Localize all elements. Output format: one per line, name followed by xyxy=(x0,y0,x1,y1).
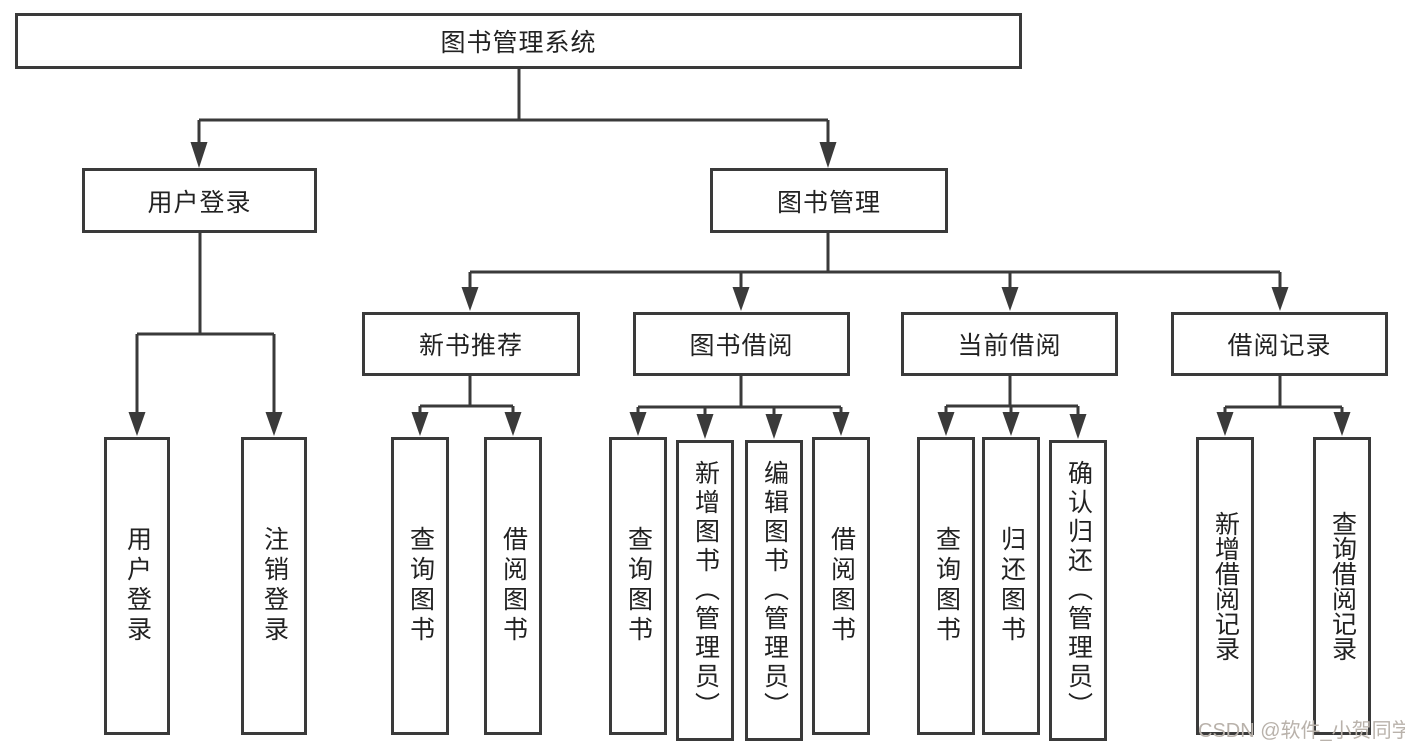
node-book-borrowing-label: 图书借阅 xyxy=(689,332,794,360)
node-user-login: 用户登录 xyxy=(82,168,317,233)
leaf-borrow-books-bb: 借阅图书 xyxy=(812,437,870,735)
csdn-watermark: CSDN @软件_小贺同学 xyxy=(1198,720,1405,742)
node-library-system: 图书管理系统 xyxy=(15,13,1022,69)
leaf-return-books: 归还图书 xyxy=(982,437,1040,735)
leaf-add-books-admin: 新增图书（管理员） xyxy=(676,440,734,741)
node-current-borrowing: 当前借阅 xyxy=(901,312,1118,376)
node-borrowing-records-label: 借阅记录 xyxy=(1227,332,1332,360)
leaf-confirm-return-admin-label: 确认归还（管理员） xyxy=(1064,460,1093,721)
node-book-borrowing: 图书借阅 xyxy=(633,312,850,376)
leaf-logout-label: 注销登录 xyxy=(260,526,289,646)
leaf-edit-books-admin-label: 编辑图书（管理员） xyxy=(760,460,789,721)
node-borrowing-records: 借阅记录 xyxy=(1171,312,1388,376)
leaf-user-login-label: 用户登录 xyxy=(123,526,152,646)
leaf-query-books-bb-label: 查询图书 xyxy=(624,526,653,646)
leaf-edit-books-admin: 编辑图书（管理员） xyxy=(745,440,803,741)
node-library-system-label: 图书管理系统 xyxy=(440,29,597,57)
node-new-book-recommend: 新书推荐 xyxy=(362,312,580,376)
arrowheads xyxy=(128,142,1351,439)
leaf-logout: 注销登录 xyxy=(241,437,307,735)
leaf-user-login: 用户登录 xyxy=(104,437,170,735)
leaf-add-borrow-record: 新增借阅记录 xyxy=(1196,437,1254,735)
leaf-confirm-return-admin: 确认归还（管理员） xyxy=(1049,440,1107,741)
leaf-return-books-label: 归还图书 xyxy=(997,526,1026,646)
leaf-query-books-nb: 查询图书 xyxy=(391,437,449,735)
node-current-borrowing-label: 当前借阅 xyxy=(957,332,1062,360)
leaf-borrow-books-nb: 借阅图书 xyxy=(484,437,542,735)
leaf-add-borrow-record-label: 新增借阅记录 xyxy=(1211,511,1240,661)
leaf-query-borrow-record: 查询借阅记录 xyxy=(1313,437,1371,735)
leaf-query-books-cb: 查询图书 xyxy=(917,437,975,735)
leaf-query-books-nb-label: 查询图书 xyxy=(406,526,435,646)
leaf-add-books-admin-label: 新增图书（管理员） xyxy=(691,460,720,721)
leaf-query-borrow-record-label: 查询借阅记录 xyxy=(1328,511,1357,661)
node-book-management: 图书管理 xyxy=(710,168,948,233)
leaf-query-books-bb: 查询图书 xyxy=(609,437,667,735)
node-user-login-label: 用户登录 xyxy=(147,188,252,217)
leaf-borrow-books-bb-label: 借阅图书 xyxy=(827,526,856,646)
leaf-borrow-books-nb-label: 借阅图书 xyxy=(499,526,528,646)
leaf-query-books-cb-label: 查询图书 xyxy=(932,526,961,646)
node-new-book-recommend-label: 新书推荐 xyxy=(418,332,523,360)
node-book-management-label: 图书管理 xyxy=(776,188,881,217)
